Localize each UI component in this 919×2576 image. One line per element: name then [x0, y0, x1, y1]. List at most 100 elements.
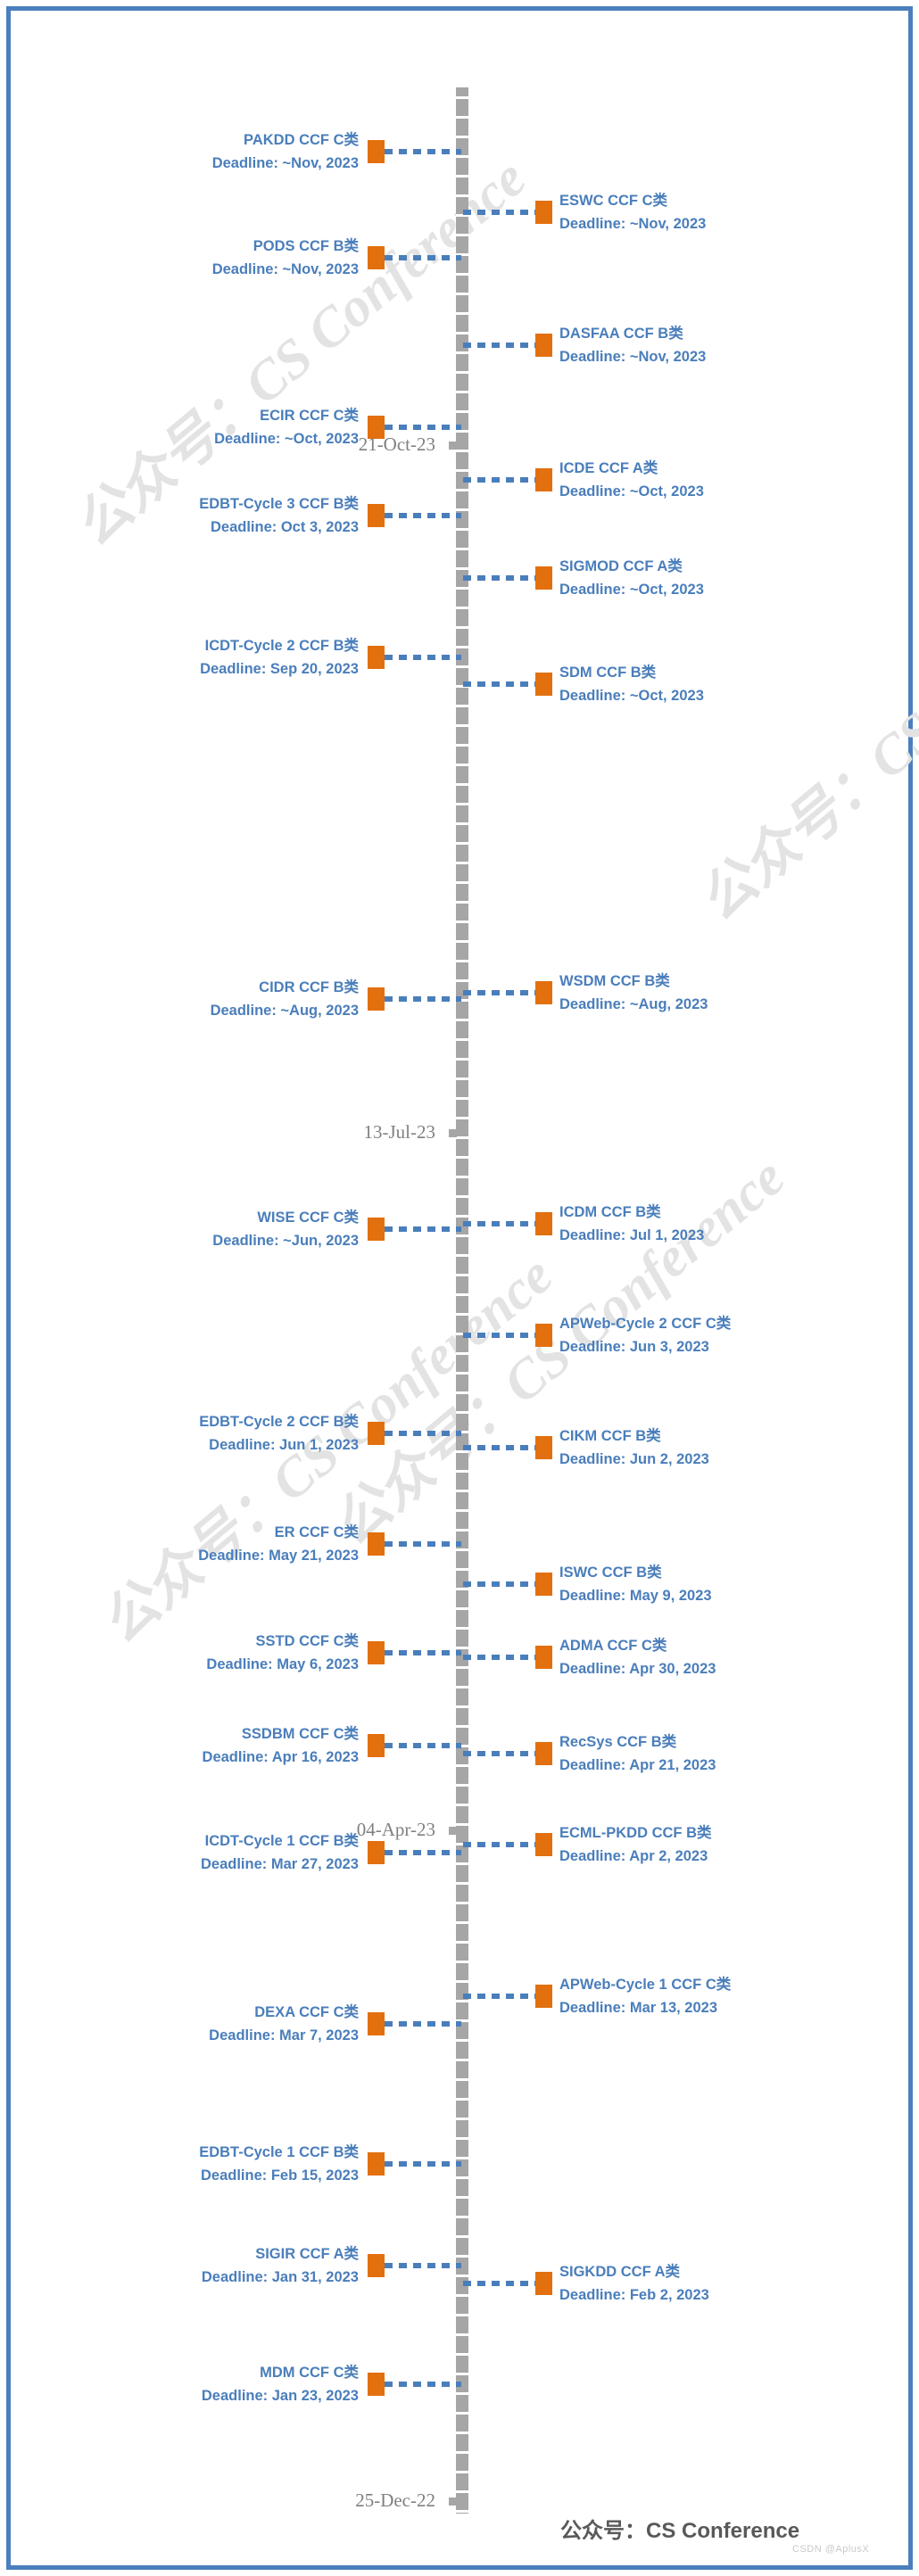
event-marker[interactable] — [368, 1841, 385, 1864]
event-marker[interactable] — [368, 1218, 385, 1241]
axis-tick — [456, 1862, 468, 1865]
axis-tick — [456, 1705, 468, 1708]
event-marker[interactable] — [368, 1734, 385, 1757]
axis-tick — [456, 960, 468, 962]
event-marker[interactable] — [535, 334, 552, 357]
event-marker[interactable] — [535, 1324, 552, 1347]
event-deadline: Deadline: Apr 30, 2023 — [559, 1661, 716, 1677]
axis-tick — [456, 1313, 468, 1316]
event-marker[interactable] — [535, 2272, 552, 2295]
axis-tick — [456, 1352, 468, 1355]
event-conference-name: ICDT-Cycle 1 CCF B类 — [204, 1833, 359, 1849]
axis-tick — [456, 2235, 468, 2238]
event-marker[interactable] — [368, 246, 385, 269]
axis-tick — [456, 2412, 468, 2415]
event-connector — [463, 343, 535, 348]
axis-tick — [456, 665, 468, 668]
event-connector — [463, 1333, 535, 1338]
event-marker[interactable] — [368, 140, 385, 163]
event-marker[interactable] — [535, 566, 552, 590]
event-marker[interactable] — [368, 504, 385, 527]
event-marker[interactable] — [368, 1641, 385, 1664]
event-marker[interactable] — [368, 646, 385, 669]
event-marker[interactable] — [368, 1532, 385, 1556]
event-marker[interactable] — [535, 1742, 552, 1765]
event-marker[interactable] — [535, 981, 552, 1004]
axis-tick — [456, 1882, 468, 1885]
axis-tick — [456, 1902, 468, 1904]
event-marker[interactable] — [368, 2012, 385, 2035]
event-marker[interactable] — [535, 1573, 552, 1596]
axis-tick — [456, 1117, 468, 1119]
axis-tick — [456, 1176, 468, 1178]
event-marker[interactable] — [535, 1646, 552, 1669]
event-marker[interactable] — [535, 1436, 552, 1459]
event-deadline: Deadline: Apr 16, 2023 — [202, 1749, 359, 1765]
timeline-event[interactable]: SSDBM CCF C类 Deadline: Apr 16, 2023 — [27, 1722, 359, 1769]
event-connector — [385, 255, 461, 260]
event-conference-name: WSDM CCF B类 — [559, 973, 670, 989]
event-connector — [385, 149, 461, 154]
event-marker[interactable] — [368, 2373, 385, 2396]
axis-tick — [456, 528, 468, 531]
event-marker[interactable] — [368, 2254, 385, 2277]
event-marker[interactable] — [368, 1422, 385, 1445]
event-marker[interactable] — [535, 1833, 552, 1856]
axis-tick — [456, 940, 468, 943]
event-marker[interactable] — [535, 1212, 552, 1235]
axis-tick — [456, 2098, 468, 2101]
axis-tick — [456, 999, 468, 1002]
event-marker[interactable] — [535, 468, 552, 491]
event-connector — [463, 1581, 535, 1587]
axis-tick — [456, 2176, 468, 2179]
event-deadline: Deadline: Jan 31, 2023 — [201, 2269, 359, 2285]
axis-tick — [456, 1411, 468, 1414]
axis-tick — [456, 783, 468, 786]
event-marker[interactable] — [368, 2152, 385, 2176]
axis-tick — [456, 1509, 468, 1512]
event-marker[interactable] — [535, 201, 552, 224]
axis-tick — [456, 155, 468, 158]
event-conference-name: SSDBM CCF C类 — [241, 1726, 359, 1742]
event-marker[interactable] — [368, 416, 385, 439]
event-marker[interactable] — [535, 1985, 552, 2008]
event-marker[interactable] — [368, 987, 385, 1011]
axis-tick — [456, 1274, 468, 1276]
axis-tick — [456, 1156, 468, 1159]
event-marker[interactable] — [535, 673, 552, 696]
